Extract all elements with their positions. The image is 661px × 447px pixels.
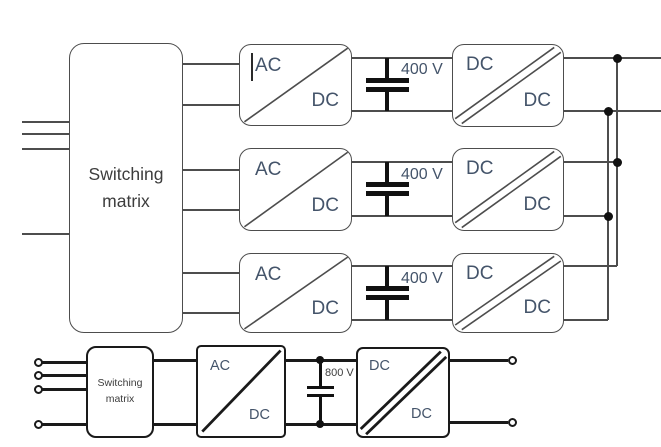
matrix-out-wire-3a (183, 272, 239, 274)
row3-capacitor-stem-bottom (385, 300, 389, 320)
switching-matrix-label: Switching matrix (70, 44, 182, 332)
output-terminal-bottom (507, 417, 517, 427)
text-cursor-artifact (251, 53, 253, 81)
b-switching-matrix-label-line2: matrix (105, 393, 135, 405)
row2-capacitor-stem-bottom (385, 196, 389, 216)
row3-output-bottom-wire (564, 319, 608, 321)
row3-output-top-wire (564, 265, 617, 267)
row1-acdc-out-label: DC (311, 90, 339, 111)
acdc-diagonal-icon (201, 349, 282, 433)
row2-acdc-in-label: AC (255, 159, 282, 180)
junction-dot-4 (603, 211, 613, 221)
row3-dclink-bottom-wire (352, 319, 452, 321)
matrix-out-wire-3b (183, 312, 239, 314)
row1-capacitor-plate-bottom (366, 87, 409, 92)
b-input-wire-4 (41, 423, 86, 426)
b-input-wire-1 (41, 361, 86, 364)
row2-capacitor-stem-top (385, 162, 389, 182)
row1-dclink-top-wire (352, 57, 452, 59)
row1-output-bottom-wire (564, 110, 661, 112)
b-switching-matrix-label-line1: Switching (97, 377, 143, 390)
ac-input-line-1 (22, 121, 69, 123)
dcdc-double-diagonal-icon (454, 255, 562, 331)
junction-dot-2 (603, 106, 613, 116)
row3-capacitor-plate-bottom (366, 295, 409, 300)
switching-matrix-label-line1: Switching (88, 163, 164, 184)
ac-input-line-2 (22, 133, 69, 135)
b-matrix-acdc-wire-bottom (154, 423, 196, 426)
junction-dot-1 (612, 53, 622, 63)
row3-acdc-in-label: AC (255, 264, 282, 285)
row1-dcdc-converter-block: DC DC (452, 44, 564, 127)
b-matrix-acdc-wire-top (154, 359, 196, 362)
b-switching-matrix-label: Switching matrix (88, 348, 152, 436)
b-dcdc-converter-block: DC DC (356, 347, 450, 438)
b-acdc-converter-block: AC DC (196, 345, 286, 438)
dcdc-double-diagonal-icon (454, 150, 562, 229)
acdc-diagonal-icon (243, 47, 349, 123)
b-input-wire-3 (41, 388, 86, 391)
row1-capacitor-stem-top (385, 58, 389, 78)
b-output-wire-bottom (450, 421, 508, 424)
row2-dclink-bottom-wire (352, 215, 452, 217)
dcdc-double-diagonal-icon (359, 350, 448, 436)
row3-voltage-label: 400 V (401, 270, 443, 287)
row1-acdc-converter-block: AC DC (239, 44, 352, 126)
row1-dclink-bottom-wire (352, 110, 452, 112)
b-junction-dot-bottom (316, 420, 324, 428)
row2-dcdc-out-label: DC (523, 194, 551, 215)
dcdc-double-diagonal-icon (454, 46, 562, 125)
b-acdc-out-label: DC (249, 406, 270, 423)
junction-dot-3 (612, 157, 622, 167)
row2-acdc-out-label: DC (311, 195, 339, 216)
row1-capacitor-stem-bottom (385, 92, 389, 111)
matrix-out-wire-2b (183, 209, 239, 211)
row3-acdc-out-label: DC (311, 298, 339, 319)
row2-dcdc-in-label: DC (466, 158, 494, 179)
b-acdc-in-label: AC (210, 358, 231, 374)
row2-capacitor-plate-bottom (366, 191, 409, 196)
matrix-out-wire-2a (183, 169, 239, 171)
row3-dcdc-out-label: DC (523, 297, 551, 318)
b-switching-matrix-block: Switching matrix (86, 346, 154, 438)
row3-dcdc-in-label: DC (466, 263, 494, 284)
matrix-out-wire-1a (183, 63, 239, 65)
b-capacitor-stem-top (318, 360, 322, 386)
acdc-diagonal-icon (243, 256, 349, 330)
b-capacitor-plate-top (307, 386, 334, 390)
row2-voltage-label: 400 V (401, 166, 443, 183)
acdc-diagonal-icon (243, 151, 349, 228)
switching-matrix-label-line2: matrix (102, 191, 150, 211)
ac-input-line-3 (22, 148, 69, 150)
row2-dcdc-converter-block: DC DC (452, 148, 564, 231)
ac-input-line-4 (22, 233, 69, 235)
row2-acdc-converter-block: AC DC (239, 148, 352, 231)
row1-voltage-label: 400 V (401, 61, 443, 78)
b-dcdc-out-label: DC (411, 405, 432, 422)
row3-acdc-converter-block: AC DC (239, 253, 352, 333)
b-capacitor-stem-bottom (318, 397, 322, 424)
switching-matrix-block: Switching matrix (69, 43, 183, 333)
matrix-out-wire-1b (183, 104, 239, 106)
b-input-wire-2 (41, 374, 86, 377)
row2-capacitor-plate-top (366, 182, 409, 187)
row1-dcdc-in-label: DC (466, 54, 494, 75)
row2-dclink-top-wire (352, 161, 452, 163)
row2-output-bottom-wire (564, 215, 608, 217)
row1-acdc-in-label: AC (255, 55, 282, 76)
row2-output-top-wire (564, 161, 617, 163)
row3-dclink-top-wire (352, 265, 452, 267)
row1-dcdc-out-label: DC (523, 90, 551, 111)
row3-dcdc-converter-block: DC DC (452, 253, 564, 333)
row1-capacitor-plate-top (366, 78, 409, 83)
b-output-wire-top (450, 359, 508, 362)
row3-capacitor-plate-top (366, 286, 409, 291)
b-voltage-label: 800 V (325, 367, 354, 379)
output-terminal-top (507, 355, 517, 365)
b-dcdc-in-label: DC (369, 358, 390, 374)
b-capacitor-plate-bottom (307, 394, 334, 398)
row3-capacitor-stem-top (385, 266, 389, 286)
